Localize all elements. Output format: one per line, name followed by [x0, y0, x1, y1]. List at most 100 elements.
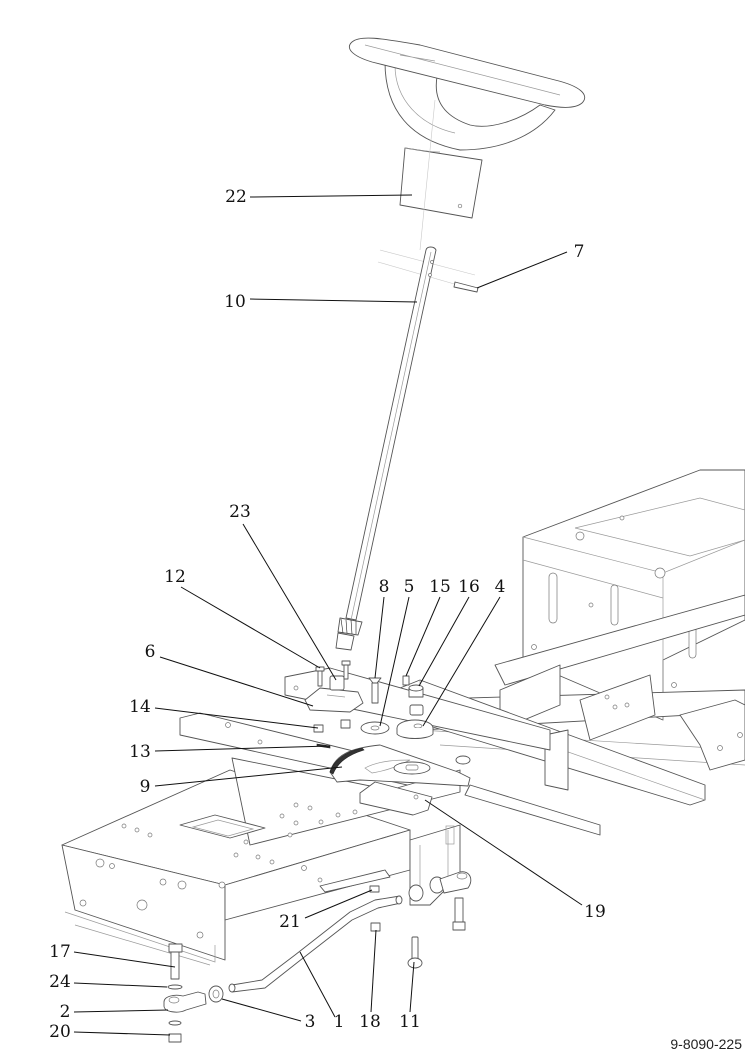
lock-nut-18: [370, 922, 381, 932]
callout-number: 12: [164, 567, 186, 587]
bolt-17: [168, 943, 183, 980]
callout-number: 13: [129, 742, 151, 762]
drawing-number: 9-8090-225: [670, 1036, 742, 1052]
callout-number: 10: [224, 292, 246, 312]
callout-roll-pin: 7: [476, 242, 585, 289]
callout-tie-rod: 1: [299, 951, 345, 1032]
callout-number: 2: [60, 1002, 71, 1022]
bearing-bracket: [304, 660, 364, 713]
callout-carriage-bolt: 11: [399, 961, 421, 1032]
callout-lock-nut: 14: [129, 697, 319, 729]
leader-line: [304, 889, 373, 919]
leader-line: [409, 961, 415, 1013]
leader-line: [374, 596, 385, 679]
callout-steering-shaft: 10: [224, 292, 418, 312]
nut-21: [369, 885, 380, 893]
callout-steering-segment: 9: [140, 766, 343, 797]
lock-nut-14: [313, 719, 351, 733]
leader-line: [154, 766, 343, 787]
callout-lock-nut: 18: [359, 929, 381, 1032]
ball-joint-left: [163, 991, 207, 1013]
leader-line: [154, 745, 331, 752]
callout-bolt: 12: [164, 567, 321, 669]
callout-spacer-plate: 13: [129, 742, 331, 762]
lock-nut-20: [168, 1033, 182, 1043]
callout-number: 6: [145, 642, 156, 662]
leader-line: [299, 951, 336, 1018]
bushing: [396, 704, 434, 739]
tie-rod: [228, 895, 403, 993]
callout-nut: 21: [279, 889, 373, 932]
callout-number: 3: [305, 1012, 316, 1032]
leader-line: [405, 596, 441, 677]
leader-line: [422, 596, 501, 727]
callout-countersunk-bolt: 8: [374, 577, 390, 679]
callout-number: 15: [429, 577, 451, 597]
steering-segment: [329, 744, 471, 787]
washer-5-hole: [370, 725, 380, 731]
leader-line: [418, 596, 470, 687]
ball-joint-right: [408, 871, 472, 931]
leader-line: [242, 523, 337, 681]
leader-line: [73, 951, 176, 968]
leader-line: [73, 1031, 171, 1036]
callout-steering-wheel-hub-sleeve: 22: [225, 187, 413, 207]
leader-line: [370, 929, 377, 1013]
callout-number: 1: [334, 1012, 345, 1032]
grease-nipple: [402, 675, 410, 686]
callout-bearing-bracket: 6: [145, 642, 314, 707]
callout-number: 7: [574, 242, 585, 262]
callout-washer: 24: [49, 972, 168, 992]
steering-wheel: [348, 37, 586, 251]
callout-plate: 19: [424, 799, 606, 922]
callout-number: 24: [49, 972, 71, 992]
steering-shaft: [345, 246, 476, 621]
carriage-bolt: [407, 936, 423, 969]
roll-pin: [453, 281, 479, 293]
leader-line: [73, 982, 168, 988]
callout-lock-nut: 16: [418, 577, 480, 687]
leader-line: [154, 707, 319, 729]
callout-number: 18: [359, 1012, 381, 1032]
leader-line: [221, 998, 302, 1022]
lock-nut-crossmember: [455, 755, 471, 765]
callout-number: 21: [279, 912, 301, 932]
washer-lower: [168, 1020, 182, 1026]
lock-nut-16: [408, 684, 424, 698]
leader-line: [159, 656, 314, 707]
callout-number: 20: [49, 1022, 71, 1042]
callout-washer: 5: [379, 577, 415, 727]
callout-number: 19: [584, 902, 606, 922]
leader-line: [424, 799, 583, 906]
leader-line: [249, 194, 413, 198]
callout-lock-nut: 20: [49, 1022, 171, 1042]
callout-grease-nipple: 15: [405, 577, 451, 677]
washer-24: [167, 984, 183, 990]
callout-nut: 3: [221, 998, 316, 1032]
callout-number: 11: [399, 1012, 421, 1032]
callout-number: 4: [495, 577, 506, 597]
callout-number: 14: [129, 697, 151, 717]
leader-line: [379, 596, 410, 727]
callout-bushing: 4: [422, 577, 506, 727]
plate-19: [359, 781, 433, 816]
callout-number: 16: [458, 577, 480, 597]
callout-number: 17: [49, 942, 71, 962]
callout-number: 8: [379, 577, 390, 597]
countersunk-bolt: [368, 677, 382, 704]
callout-number: 22: [225, 187, 247, 207]
leader-line: [249, 298, 418, 303]
nut-3: [208, 985, 224, 1003]
leader-line: [73, 1009, 169, 1013]
callout-number: 5: [404, 577, 415, 597]
leader-line: [180, 586, 321, 669]
callout-number: 23: [229, 502, 251, 522]
callout-ball-joint: 2: [60, 1002, 169, 1022]
callout-bolt: 17: [49, 942, 176, 968]
leader-line: [476, 251, 568, 289]
callout-pinion-gear: 23: [229, 502, 337, 681]
callout-number: 9: [140, 777, 151, 797]
chassis-front-plate: [61, 757, 461, 966]
